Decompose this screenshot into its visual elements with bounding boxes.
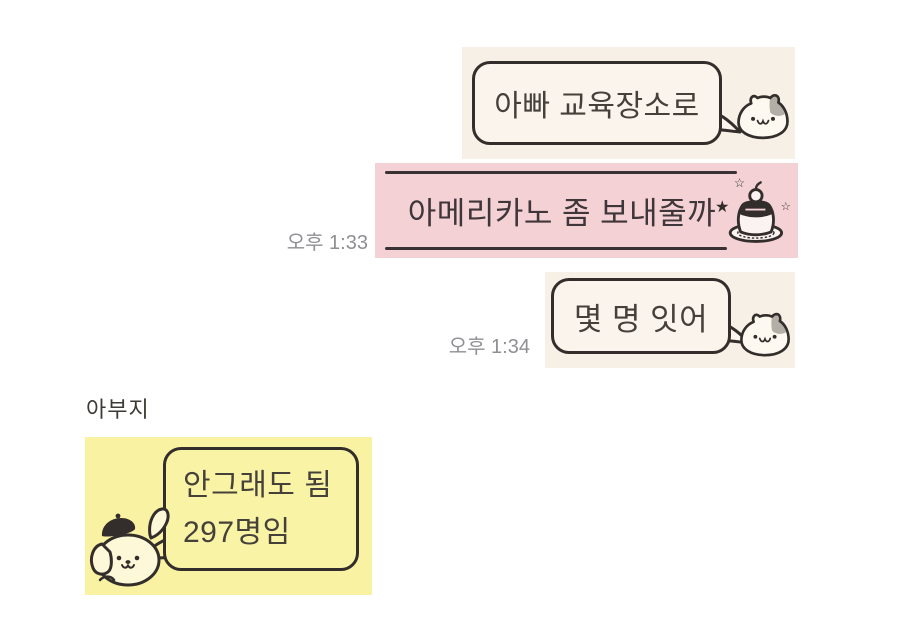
star-outline-icon: ☆ [781,201,791,213]
pudding-dessert-icon: ★ ☆ ☆ [715,176,791,243]
dog-with-beret-icon [89,507,170,587]
speech-bubble: 몇 명 잇어 [551,278,731,354]
star-outline-icon: ☆ [734,176,745,190]
speech-bubble: 아빠 교육장소로 [472,61,722,145]
timestamp: 오후 1:34 [448,336,530,358]
bottom-rule-line [385,247,727,250]
message-sticker-2[interactable]: 아메리카노 좀 보내줄까 ★ ☆ ☆ [375,163,798,258]
top-rule-line [385,171,737,174]
message-sticker-4[interactable]: 안그래도 됨 297명임 [85,437,372,595]
message-sticker-3[interactable]: 몇 명 잇어 [545,272,795,368]
message-text-line2: 297명임 [183,516,291,549]
message-text-line1: 안그래도 됨 [183,469,333,502]
message-text: 아빠 교육장소로 [494,90,700,123]
message-text: 아메리카노 좀 보내줄까 [407,196,717,231]
cat-face-icon [737,93,789,140]
message-sticker-1[interactable]: 아빠 교육장소로 [462,47,795,159]
cat-face-icon [740,312,790,357]
star-filled-icon: ★ [715,198,730,216]
message-text: 몇 명 잇어 [573,301,709,337]
timestamp: 오후 1:33 [286,232,368,254]
speech-bubble: 안그래도 됨 297명임 [163,447,359,571]
sender-name: 아부지 [86,397,150,422]
